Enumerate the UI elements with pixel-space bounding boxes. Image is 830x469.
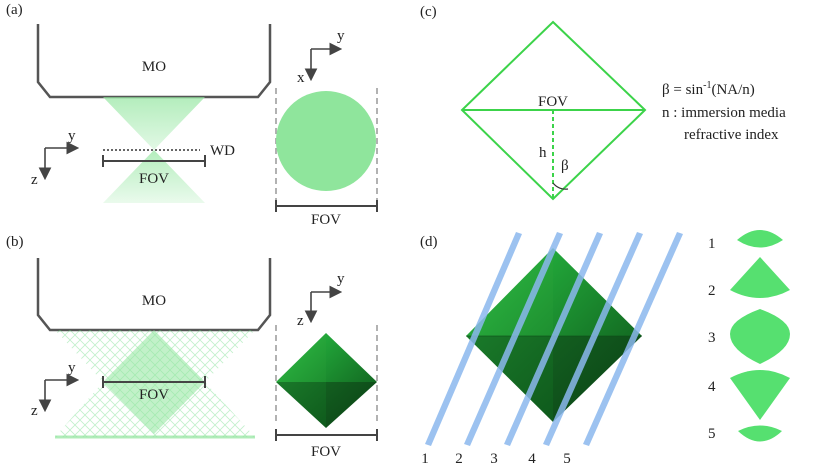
circular-fov bbox=[276, 91, 376, 191]
cross-section-5 bbox=[738, 425, 782, 442]
section-label: 5 bbox=[708, 426, 716, 442]
slice-number: 2 bbox=[455, 451, 463, 467]
octahedron-small bbox=[276, 333, 377, 428]
objective-label: MO bbox=[142, 293, 166, 309]
axes-right-b: y z bbox=[297, 271, 345, 329]
light-sheet-3 bbox=[504, 232, 603, 446]
equation-beta: β = sin-1(NA/n) bbox=[662, 80, 755, 98]
fov-bottom-label: FOV bbox=[311, 444, 341, 460]
section-label: 4 bbox=[708, 379, 716, 395]
cross-section-1 bbox=[737, 230, 783, 248]
objective-label: MO bbox=[142, 59, 166, 75]
slice-number: 5 bbox=[563, 451, 571, 467]
axes-left-b: y z bbox=[31, 360, 80, 419]
beta-label: β bbox=[561, 158, 569, 174]
light-sheets bbox=[425, 232, 683, 446]
panel-d: (d) 1 2 3 4 5 1 2 bbox=[420, 230, 790, 467]
axis-z-label: z bbox=[31, 172, 38, 188]
h-label: h bbox=[539, 145, 547, 161]
panel-a-label: (a) bbox=[6, 2, 23, 18]
light-sheet-2 bbox=[464, 232, 563, 446]
fov-label: FOV bbox=[139, 387, 169, 403]
panel-c: (c) FOV h β β = sin-1(NA/n) n : immersio… bbox=[420, 4, 786, 201]
cross-section-3 bbox=[730, 309, 790, 364]
slice-numbers: 1 2 3 4 5 bbox=[421, 451, 571, 467]
axes-left-a: y z bbox=[31, 128, 80, 188]
light-sheet-1 bbox=[425, 232, 522, 446]
axis-z-label: z bbox=[31, 403, 38, 419]
axis-y-label: y bbox=[68, 360, 76, 376]
section-label: 3 bbox=[708, 330, 716, 346]
diamond-outline bbox=[460, 20, 647, 201]
axis-y-label: y bbox=[68, 128, 76, 144]
octahedron-large bbox=[466, 248, 642, 422]
equation-n-line2: refractive index bbox=[684, 127, 779, 143]
fov-label: FOV bbox=[139, 171, 169, 187]
panel-c-label: (c) bbox=[420, 4, 437, 20]
panel-a: (a) MO WD FOV y z y x bbox=[6, 2, 378, 228]
cross-section-2 bbox=[730, 257, 790, 298]
axis-y-label: y bbox=[337, 28, 345, 44]
section-label: 1 bbox=[708, 236, 716, 252]
equation-block: β = sin-1(NA/n) n : immersion media refr… bbox=[662, 80, 786, 143]
slice-number: 3 bbox=[490, 451, 498, 467]
focusing-cone bbox=[103, 97, 205, 150]
slice-number: 4 bbox=[528, 451, 536, 467]
panel-d-label: (d) bbox=[420, 234, 438, 250]
light-sheet-5 bbox=[583, 232, 683, 446]
axis-x-label: x bbox=[297, 70, 305, 86]
cross-sections: 1 2 3 4 5 bbox=[708, 230, 790, 442]
panel-b: (b) MO FOV y z y z bbox=[6, 234, 378, 460]
beta-angle-arc bbox=[552, 182, 569, 190]
fov-label: FOV bbox=[538, 94, 568, 110]
panel-b-label: (b) bbox=[6, 234, 24, 250]
equation-n-line1: n : immersion media bbox=[662, 105, 786, 121]
diverging-cone bbox=[103, 150, 205, 203]
section-label: 2 bbox=[708, 283, 716, 299]
axes-right-a: y x bbox=[297, 28, 345, 86]
slice-number: 1 bbox=[421, 451, 429, 467]
axis-z-label: z bbox=[297, 313, 304, 329]
fov-bottom-label: FOV bbox=[311, 212, 341, 228]
axis-y-label: y bbox=[337, 271, 345, 287]
cross-section-4 bbox=[730, 370, 790, 420]
wd-label: WD bbox=[210, 143, 235, 159]
light-sheet-4 bbox=[543, 232, 643, 446]
